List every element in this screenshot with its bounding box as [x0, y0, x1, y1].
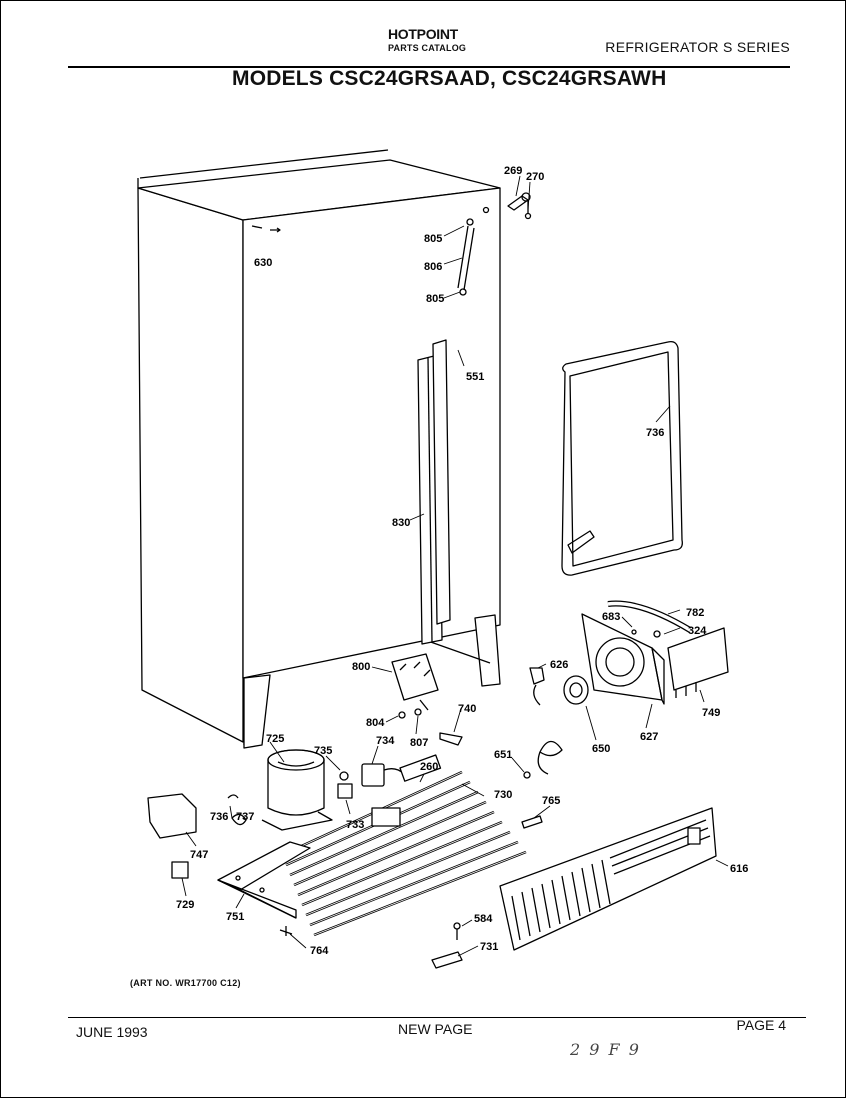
toe-grille [499, 807, 717, 951]
handwritten-note: 2 9 F 9 [570, 1040, 641, 1059]
brand-name: HOTPOINT [388, 26, 458, 42]
part-label: 734 [376, 735, 395, 747]
part-label: 736 [210, 811, 228, 823]
footer-new-page: NEW PAGE [398, 1021, 473, 1037]
header-rule [68, 66, 790, 68]
part-label: 616 [730, 863, 748, 875]
part-label: 269 [504, 165, 522, 177]
callout-leaders [181, 175, 729, 957]
part-label: 725 [266, 733, 284, 745]
series-label: REFRIGERATOR S SERIES [605, 39, 790, 55]
top-hinge [457, 192, 532, 296]
part-label: 730 [494, 789, 512, 801]
part-number-labels: 269 270 805 806 805 630 551 736 830 782 … [176, 165, 748, 957]
relay-overload [337, 763, 405, 799]
condenser-coil [281, 754, 527, 937]
part-label: 805 [426, 293, 444, 305]
part-label: 764 [310, 945, 329, 957]
part-label: 731 [480, 941, 498, 953]
part-label: 735 [314, 745, 332, 757]
part-label: 584 [474, 913, 493, 925]
part-label: 765 [542, 795, 560, 807]
compressor [261, 749, 333, 831]
page-title: MODELS CSC24GRSAAD, CSC24GRSAWH [232, 67, 667, 90]
part-label: 807 [410, 737, 428, 749]
mounting-brackets [147, 793, 247, 879]
part-label: 800 [352, 661, 370, 673]
part-label: 683 [602, 611, 620, 623]
part-label: 729 [176, 899, 194, 911]
footer-date: JUNE 1993 [76, 1024, 148, 1040]
footer-rule [68, 1017, 806, 1018]
part-label: 740 [458, 703, 476, 715]
base-pan [217, 841, 311, 919]
part-label: 805 [424, 233, 442, 245]
fan-motor-parts [523, 667, 589, 779]
part-label: 733 [346, 819, 364, 831]
part-label: 630 [254, 257, 272, 269]
part-label: 324 [688, 625, 707, 637]
footer-page-number: PAGE 4 [736, 1017, 786, 1033]
part-label: 737 [236, 811, 254, 823]
evaporator-fan-shroud [581, 600, 729, 705]
defrost-control [391, 653, 463, 746]
part-label: 551 [466, 371, 484, 383]
part-label: 747 [190, 849, 208, 861]
part-label: 651 [494, 749, 512, 761]
part-label: 782 [686, 607, 704, 619]
part-label: 736 [646, 427, 664, 439]
part-label: 751 [226, 911, 244, 923]
door-gasket [561, 340, 683, 576]
door-divider-strip [417, 339, 451, 645]
part-label: 830 [392, 517, 410, 529]
part-label: 270 [526, 171, 544, 183]
part-label: 627 [640, 731, 658, 743]
part-label: 804 [366, 717, 385, 729]
part-label: 260 [420, 761, 438, 773]
art-number: (ART NO. WR17700 C12) [130, 978, 241, 988]
part-label: 806 [424, 261, 442, 273]
catalog-label: PARTS CATALOG [388, 43, 467, 53]
part-label: 749 [702, 707, 720, 719]
part-label: 650 [592, 743, 610, 755]
part-label: 626 [550, 659, 568, 671]
